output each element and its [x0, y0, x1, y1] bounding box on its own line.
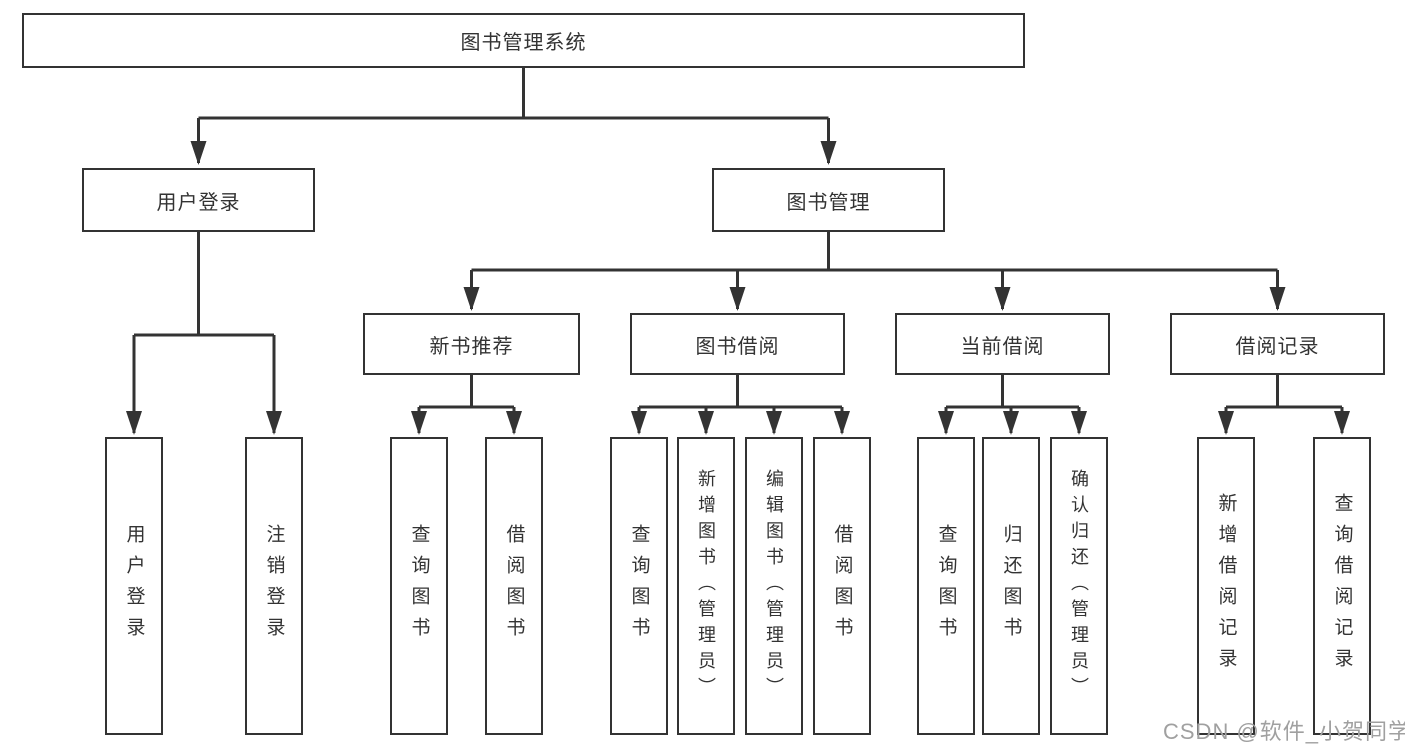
leaf-rec-add-borrow-record: 新增借阅记录	[1197, 437, 1255, 735]
leaf-label: 注销登录	[263, 524, 285, 648]
leaf-label: 新增图书（管理员）	[696, 469, 716, 703]
leaf-label: 用户登录	[123, 524, 145, 648]
leaf-cb-query-books: 查询图书	[917, 437, 975, 735]
leaf-label: 借阅图书	[503, 524, 525, 648]
node-book-management: 图书管理	[712, 168, 945, 232]
leaf-label: 查询图书	[408, 524, 430, 648]
leaf-cb-return-books: 归还图书	[982, 437, 1040, 735]
node-borrowing-records: 借阅记录	[1170, 313, 1385, 375]
node-current-borrowing: 当前借阅	[895, 313, 1110, 375]
leaf-label: 查询图书	[628, 524, 650, 648]
node-new-book-recommend: 新书推荐	[363, 313, 580, 375]
leaf-bb-query-books: 查询图书	[610, 437, 668, 735]
leaf-nbr-borrow-books: 借阅图书	[485, 437, 543, 735]
leaf-label: 确认归还（管理员）	[1069, 469, 1089, 703]
node-library-system: 图书管理系统	[22, 13, 1025, 68]
leaf-label: 编辑图书（管理员）	[764, 469, 784, 703]
leaf-cb-confirm-return-admin: 确认归还（管理员）	[1050, 437, 1108, 735]
leaf-label: 查询借阅记录	[1331, 493, 1353, 679]
leaf-bb-add-books-admin: 新增图书（管理员）	[677, 437, 735, 735]
leaf-bb-borrow-books: 借阅图书	[813, 437, 871, 735]
leaf-label: 新增借阅记录	[1215, 493, 1237, 679]
csdn-watermark: CSDN @软件_小贺同学	[1163, 719, 1405, 744]
leaf-label: 借阅图书	[831, 524, 853, 648]
leaf-bb-edit-books-admin: 编辑图书（管理员）	[745, 437, 803, 735]
leaf-user-login: 用户登录	[105, 437, 163, 735]
leaf-label: 归还图书	[1000, 524, 1022, 648]
leaf-nbr-query-books: 查询图书	[390, 437, 448, 735]
leaf-rec-query-borrow-record: 查询借阅记录	[1313, 437, 1371, 735]
node-book-borrowing: 图书借阅	[630, 313, 845, 375]
leaf-logout: 注销登录	[245, 437, 303, 735]
leaf-label: 查询图书	[935, 524, 957, 648]
node-user-login: 用户登录	[82, 168, 315, 232]
